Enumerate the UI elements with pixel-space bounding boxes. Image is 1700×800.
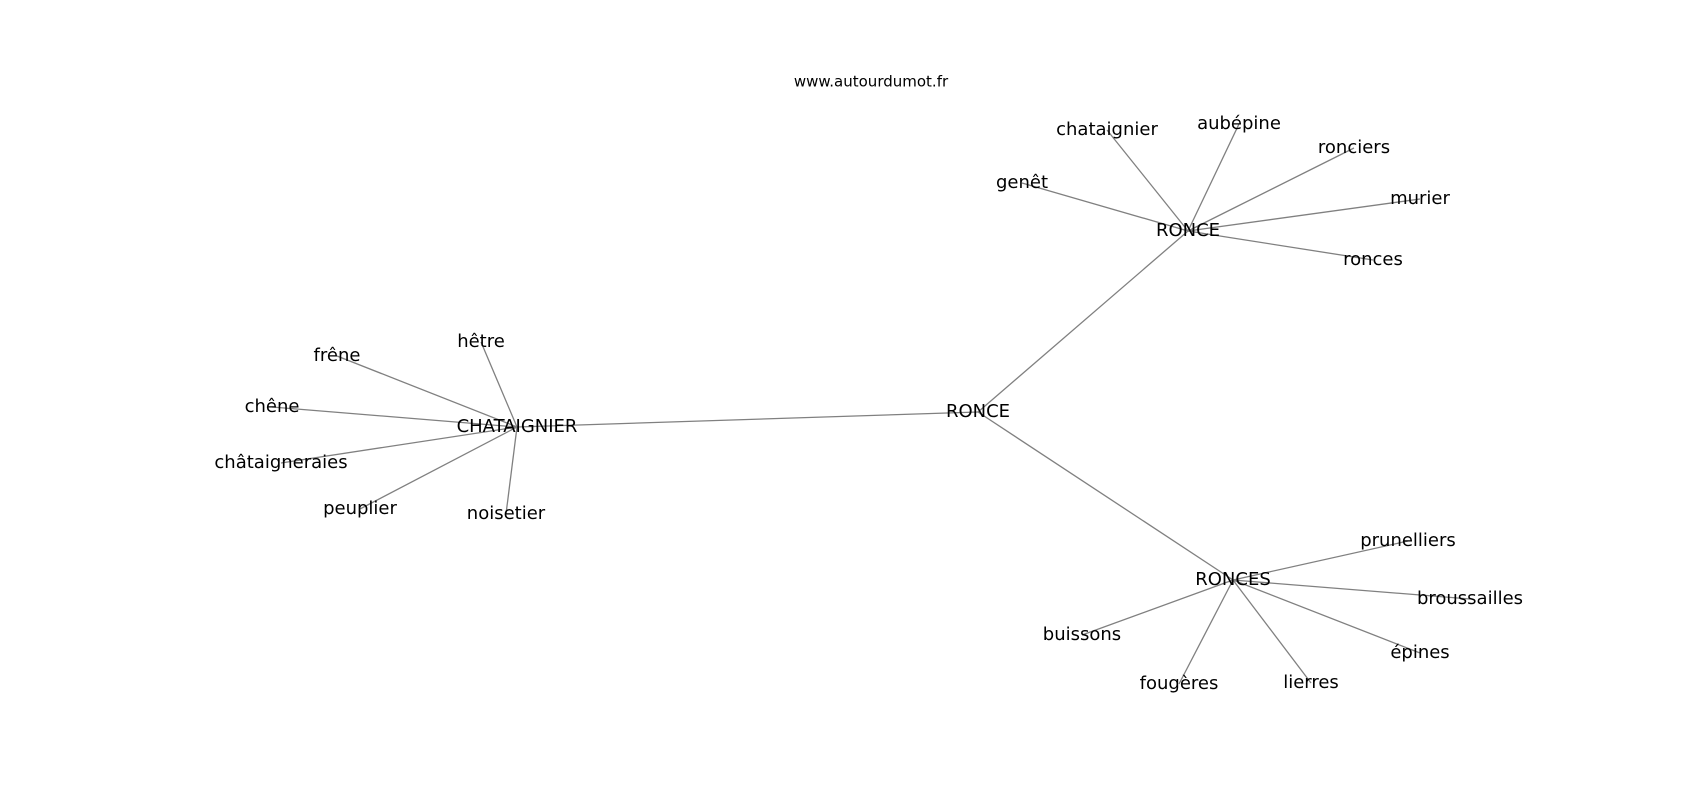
node-murier[interactable]: murier <box>1390 188 1450 209</box>
node-frene[interactable]: frêne <box>314 345 361 366</box>
edge-chataignier_hub-peuplier <box>359 426 518 510</box>
edge-chataignier_hub-chataigneraies <box>280 426 518 464</box>
edge-chataignier_hub-chene <box>271 406 518 428</box>
node-center[interactable]: RONCE <box>946 401 1010 422</box>
node-peuplier[interactable]: peuplier <box>323 498 397 519</box>
edge-chataignier_hub-hetre <box>480 341 518 428</box>
edge-chataignier_hub-noisetier <box>505 426 518 515</box>
node-chene[interactable]: chêne <box>245 396 300 417</box>
edge-ronces_hub-lierres <box>1232 579 1312 684</box>
node-broussailles[interactable]: broussailles <box>1417 588 1523 609</box>
edge-ronce_hub-ronces <box>1187 230 1374 261</box>
node-epines[interactable]: épines <box>1390 642 1449 663</box>
node-ronce_hub[interactable]: RONCE <box>1156 220 1220 241</box>
node-lierres[interactable]: lierres <box>1283 672 1339 693</box>
edge-center-chataignier_hub <box>516 411 979 428</box>
node-buissons[interactable]: buissons <box>1043 624 1121 645</box>
node-ronces[interactable]: ronces <box>1343 249 1403 270</box>
edge-ronces_hub-prunelliers <box>1232 540 1409 581</box>
edge-ronce_hub-genet <box>1021 182 1189 232</box>
node-ronces_hub[interactable]: RONCES <box>1195 569 1271 590</box>
edge-ronces_hub-buissons <box>1081 579 1234 636</box>
edge-ronce_hub-chataignier <box>1106 129 1189 232</box>
node-chataignier[interactable]: chataignier <box>1056 119 1158 140</box>
node-aubepine[interactable]: aubépine <box>1197 113 1281 134</box>
graph-edges <box>271 123 1471 685</box>
graph-labels: RONCE CHATAIGNIER RONCE RONCES hêtre frêne chê… <box>214 113 1523 694</box>
node-chataignier_hub[interactable]: CHATAIGNIER <box>457 416 578 437</box>
node-noisetier[interactable]: noisetier <box>467 503 546 524</box>
site-url[interactable]: www.autourdumot.fr <box>794 73 949 91</box>
node-chataigneraies[interactable]: châtaigneraies <box>214 452 347 473</box>
edge-ronce_hub-ronciers <box>1187 147 1355 232</box>
edge-ronce_hub-murier <box>1187 198 1421 232</box>
edge-ronces_hub-broussailles <box>1232 579 1471 600</box>
node-genet[interactable]: genêt <box>996 172 1048 193</box>
node-hetre[interactable]: hêtre <box>457 331 505 352</box>
node-prunelliers[interactable]: prunelliers <box>1360 530 1456 551</box>
edge-ronces_hub-fougeres <box>1178 579 1234 685</box>
edge-center-ronce_hub <box>977 230 1189 413</box>
node-fougeres[interactable]: fougères <box>1140 673 1219 694</box>
edge-center-ronces_hub <box>977 411 1234 581</box>
node-ronciers[interactable]: ronciers <box>1318 137 1390 158</box>
edge-chataignier_hub-frene <box>336 355 518 428</box>
edge-ronces_hub-epines <box>1232 579 1421 654</box>
edge-ronce_hub-aubepine <box>1187 123 1240 232</box>
